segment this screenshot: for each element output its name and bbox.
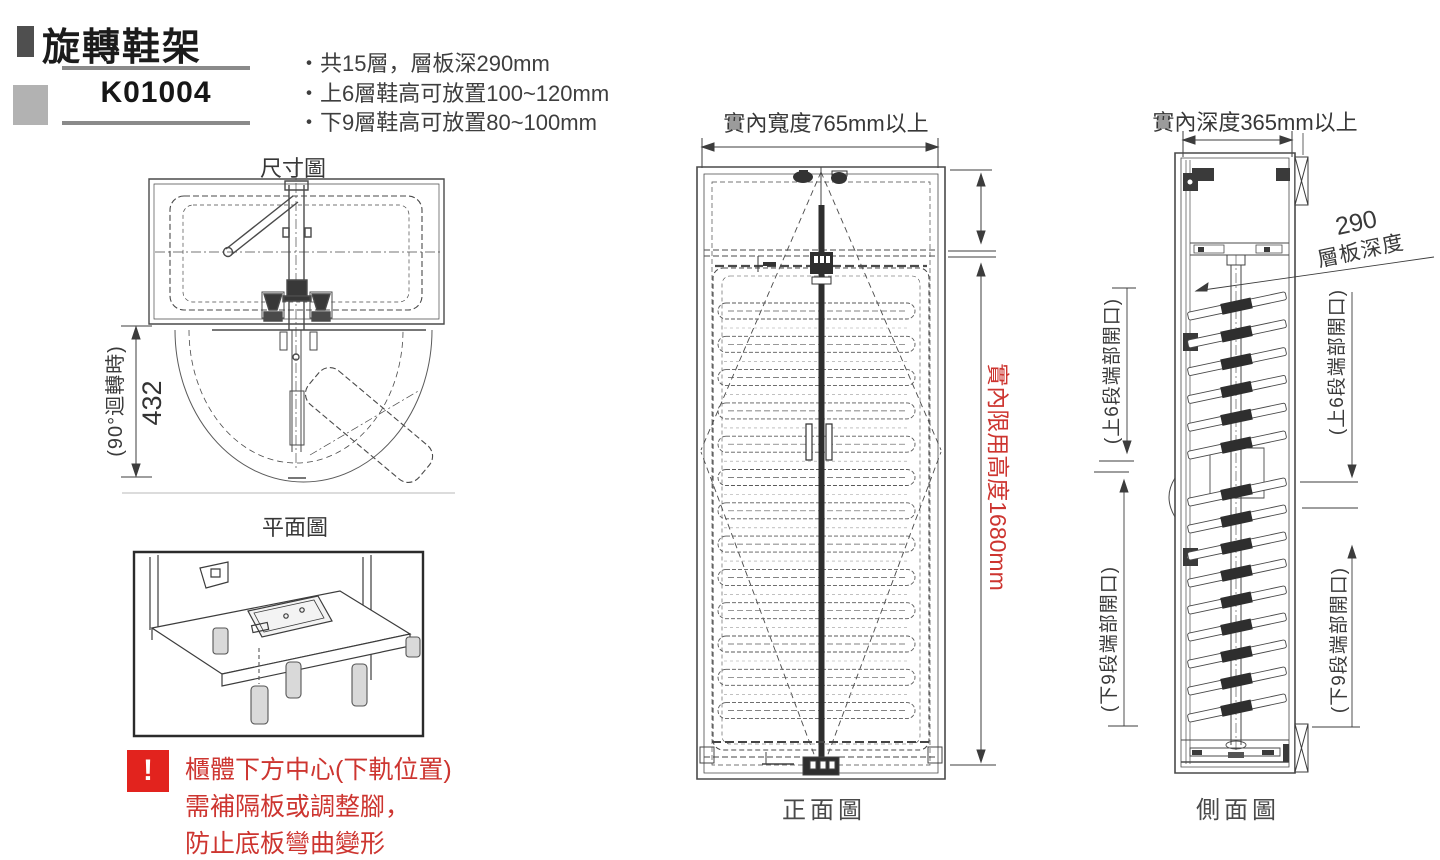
- side-left-dimensions: [1094, 288, 1138, 726]
- side-shelf-slats: [1187, 290, 1287, 724]
- side-lower-right-label: (下9段端部開口): [1329, 566, 1350, 714]
- side-view-drawing: [1085, 125, 1440, 805]
- plan-view-top-label: 尺寸圖: [259, 156, 326, 181]
- warning-line-2: 需補隔板或調整腳，: [185, 793, 411, 821]
- side-view-caption: 側面圖: [1196, 797, 1280, 824]
- code-accent-square: [13, 85, 48, 125]
- warning-line-3: 防止底板彎曲變形: [185, 830, 386, 858]
- spec-bullet-1: ・共15層，層板深290mm: [298, 51, 550, 76]
- plan-carriage-right: [310, 292, 332, 321]
- code-rule-bottom: [62, 121, 250, 125]
- side-center-pole: [1227, 255, 1245, 750]
- warning-line-1: 櫃體下方中心(下軌位置): [185, 756, 452, 784]
- side-upper-left-label: (上6段端部開口): [1102, 297, 1123, 445]
- side-depth-label: 實內深度365mm以上: [1152, 110, 1358, 135]
- side-lower-left-label: (下9段端部開口): [1099, 565, 1120, 713]
- side-upper-right-label: (上6段端部開口): [1327, 288, 1348, 436]
- front-bottom-hardware: [700, 742, 942, 775]
- shelf-depth-leader: [1196, 257, 1434, 291]
- title-accent-bar: [17, 26, 34, 57]
- front-center-pole: [758, 167, 847, 775]
- front-view-caption: 正面圖: [782, 797, 866, 824]
- code-rule-top: [62, 66, 250, 70]
- front-height-label: 實內限用高度1680mm: [985, 363, 1011, 591]
- plan-dim-432-label: 432: [137, 380, 167, 426]
- page-title: 旋轉鞋架: [42, 27, 203, 69]
- plan-view-bottom-label: 平面圖: [261, 515, 328, 540]
- front-shelf-rows: [718, 303, 915, 719]
- base-diagram-drawing: [128, 548, 430, 744]
- front-width-label: 實內寬度765mm以上: [723, 111, 929, 136]
- product-code: K01004: [100, 76, 212, 109]
- plan-carriage-left: [262, 292, 284, 321]
- wall-section-blocks: [1295, 157, 1308, 772]
- plan-rotation-note: (90°迴轉時): [105, 345, 127, 457]
- spec-bullet-2: ・上6層鞋高可放置100~120mm: [298, 81, 610, 106]
- plan-view-drawing: [90, 150, 470, 510]
- front-view-drawing: [680, 130, 1020, 790]
- side-right-dimensions: [1300, 292, 1360, 727]
- cabinet-legs: [213, 628, 420, 724]
- spec-bullet-3: ・下9層鞋高可放置80~100mm: [298, 110, 597, 135]
- warning-icon: !: [127, 750, 169, 792]
- front-height-dimension: [948, 170, 996, 765]
- plan-dimension-432: [121, 326, 152, 477]
